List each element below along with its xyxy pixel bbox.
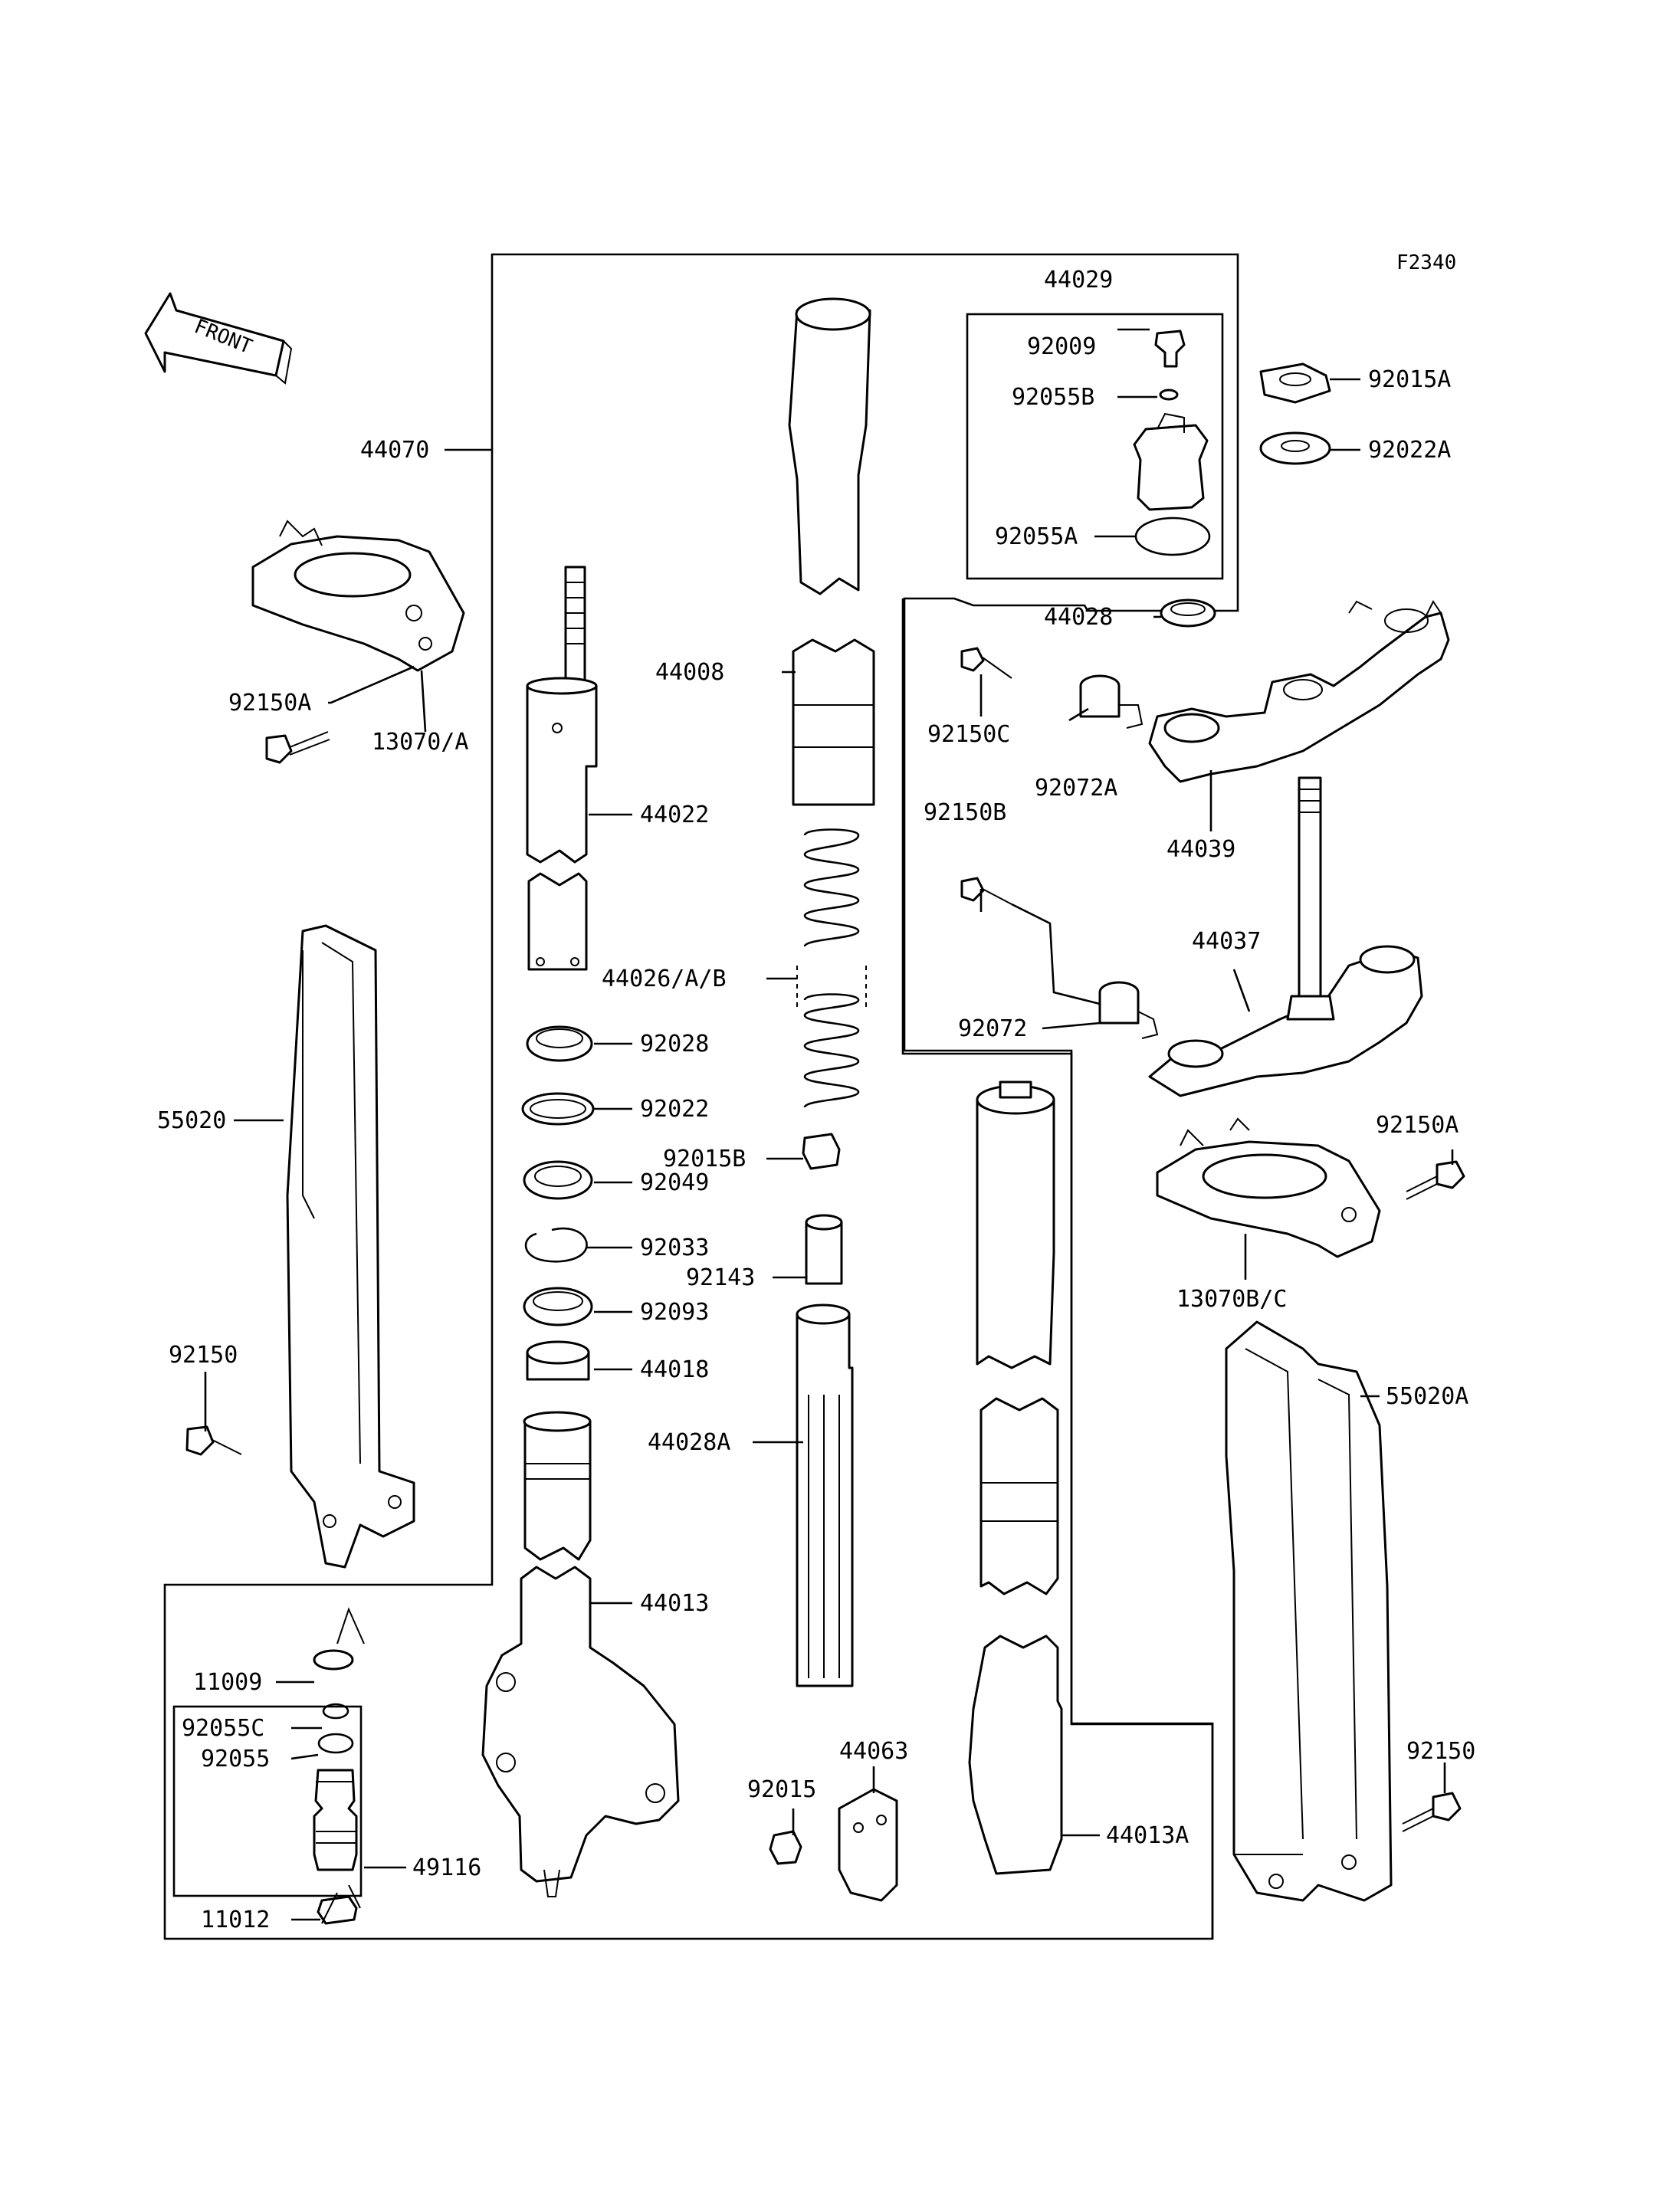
fork-guard-left [286,924,415,1569]
callout-44022: 44022 [640,802,709,828]
callout-92150C: 92150C [927,721,1010,748]
callout-49116: 49116 [412,1854,481,1881]
washer-92022 [521,1092,595,1126]
callout-92055C: 92055C [182,1715,264,1742]
callout-44063: 44063 [839,1738,908,1765]
callout-92055A: 92055A [995,523,1078,550]
callout-92028: 92028 [640,1031,709,1058]
washer-11009 [313,1607,365,1671]
callout-92093: 92093 [640,1299,709,1326]
ring-92028 [526,1025,593,1062]
callout-44029: 44029 [1044,267,1113,293]
collar-92143 [805,1214,843,1285]
bush-44018 [526,1340,590,1381]
bolt-92150-left [185,1425,242,1456]
fork-guard-right [1225,1320,1393,1902]
callout-92055: 92055 [201,1746,270,1772]
callout-92015A: 92015A [1368,366,1451,393]
clip-92033 [524,1227,588,1263]
callout-44070: 44070 [360,437,429,464]
figure-code: F2340 [1396,251,1456,274]
callout-92150-right: 92150 [1406,1738,1475,1765]
assembly-frames [163,253,1239,1940]
nut-11012 [317,1884,361,1925]
spring-44026 [796,828,867,1108]
bolt-92150-right [1402,1792,1462,1832]
callout-11009: 11009 [193,1669,262,1696]
callout-13070A: 13070/A [372,729,468,756]
callout-44013A: 44013A [1106,1822,1189,1849]
callout-92055B: 92055B [1012,384,1094,411]
callout-92022: 92022 [640,1096,709,1123]
clamp-92072A [1079,674,1144,729]
callout-92049: 92049 [640,1169,709,1196]
callout-92022A: 92022A [1368,437,1451,464]
bolt-92150A-top [265,731,330,764]
callout-44039: 44039 [1166,836,1235,863]
clamp-13070A [251,520,465,672]
callout-44028A: 44028A [648,1429,730,1456]
damper-rod-44022 [526,566,598,971]
leader-lines [204,328,1454,1921]
oring-92055C [322,1703,349,1720]
callout-92009: 92009 [1027,333,1096,360]
bolt-92150A-right [1406,1160,1465,1200]
clamp-13070BC [1156,1117,1381,1258]
seal-92049 [523,1160,593,1200]
upper-bracket-44039 [1148,600,1450,783]
callout-44037: 44037 [1192,928,1261,955]
callout-92072: 92072 [958,1015,1027,1042]
lower-bracket-44037 [1148,776,1423,1097]
callout-92015: 92015 [747,1776,816,1803]
clamp-92072 [1098,981,1159,1039]
outer-tube-44013A [968,1080,1063,1875]
callout-92150-left: 92150 [169,1342,238,1369]
valve-49116 [313,1769,358,1871]
callout-44008: 44008 [655,659,724,686]
cap-bolt-44029 [1133,330,1211,556]
callout-92150B: 92150B [924,799,1006,826]
callout-92150A-right: 92150A [1376,1112,1459,1139]
callout-92015B: 92015B [663,1146,746,1172]
washer-92022A [1259,431,1331,465]
outer-tube-44013 [481,1411,680,1897]
cap-44028 [1160,598,1216,628]
callout-44018: 44018 [640,1356,709,1383]
callout-92072A: 92072A [1035,775,1117,802]
holder-44063 [838,1788,898,1902]
callout-44013: 44013 [640,1590,709,1617]
nut-92015A [1259,362,1331,404]
nut-92015 [769,1830,802,1865]
spacer-44028A [796,1303,854,1687]
callout-13070BC: 13070B/C [1176,1286,1288,1313]
callout-92033: 92033 [640,1235,709,1261]
callout-44028: 44028 [1044,604,1113,631]
front-arrow-icon: FRONT [144,292,293,385]
bolt-92150B [960,877,1012,905]
callout-44026: 44026/A/B [602,966,727,992]
callout-92143: 92143 [686,1264,755,1291]
callout-labels: 44070 44029 92009 92055B 92055A 44028 92… [157,267,1475,1933]
seal-92093 [523,1287,593,1326]
nut-92015B [802,1133,841,1170]
callout-92150A-top: 92150A [228,690,311,716]
bolt-92150C [960,647,1012,679]
callout-55020A: 55020A [1386,1383,1468,1410]
callout-55020: 55020 [157,1107,226,1134]
inner-tube-44008 [788,297,875,806]
oring-92055 [317,1733,354,1754]
callout-11012: 11012 [201,1907,270,1933]
